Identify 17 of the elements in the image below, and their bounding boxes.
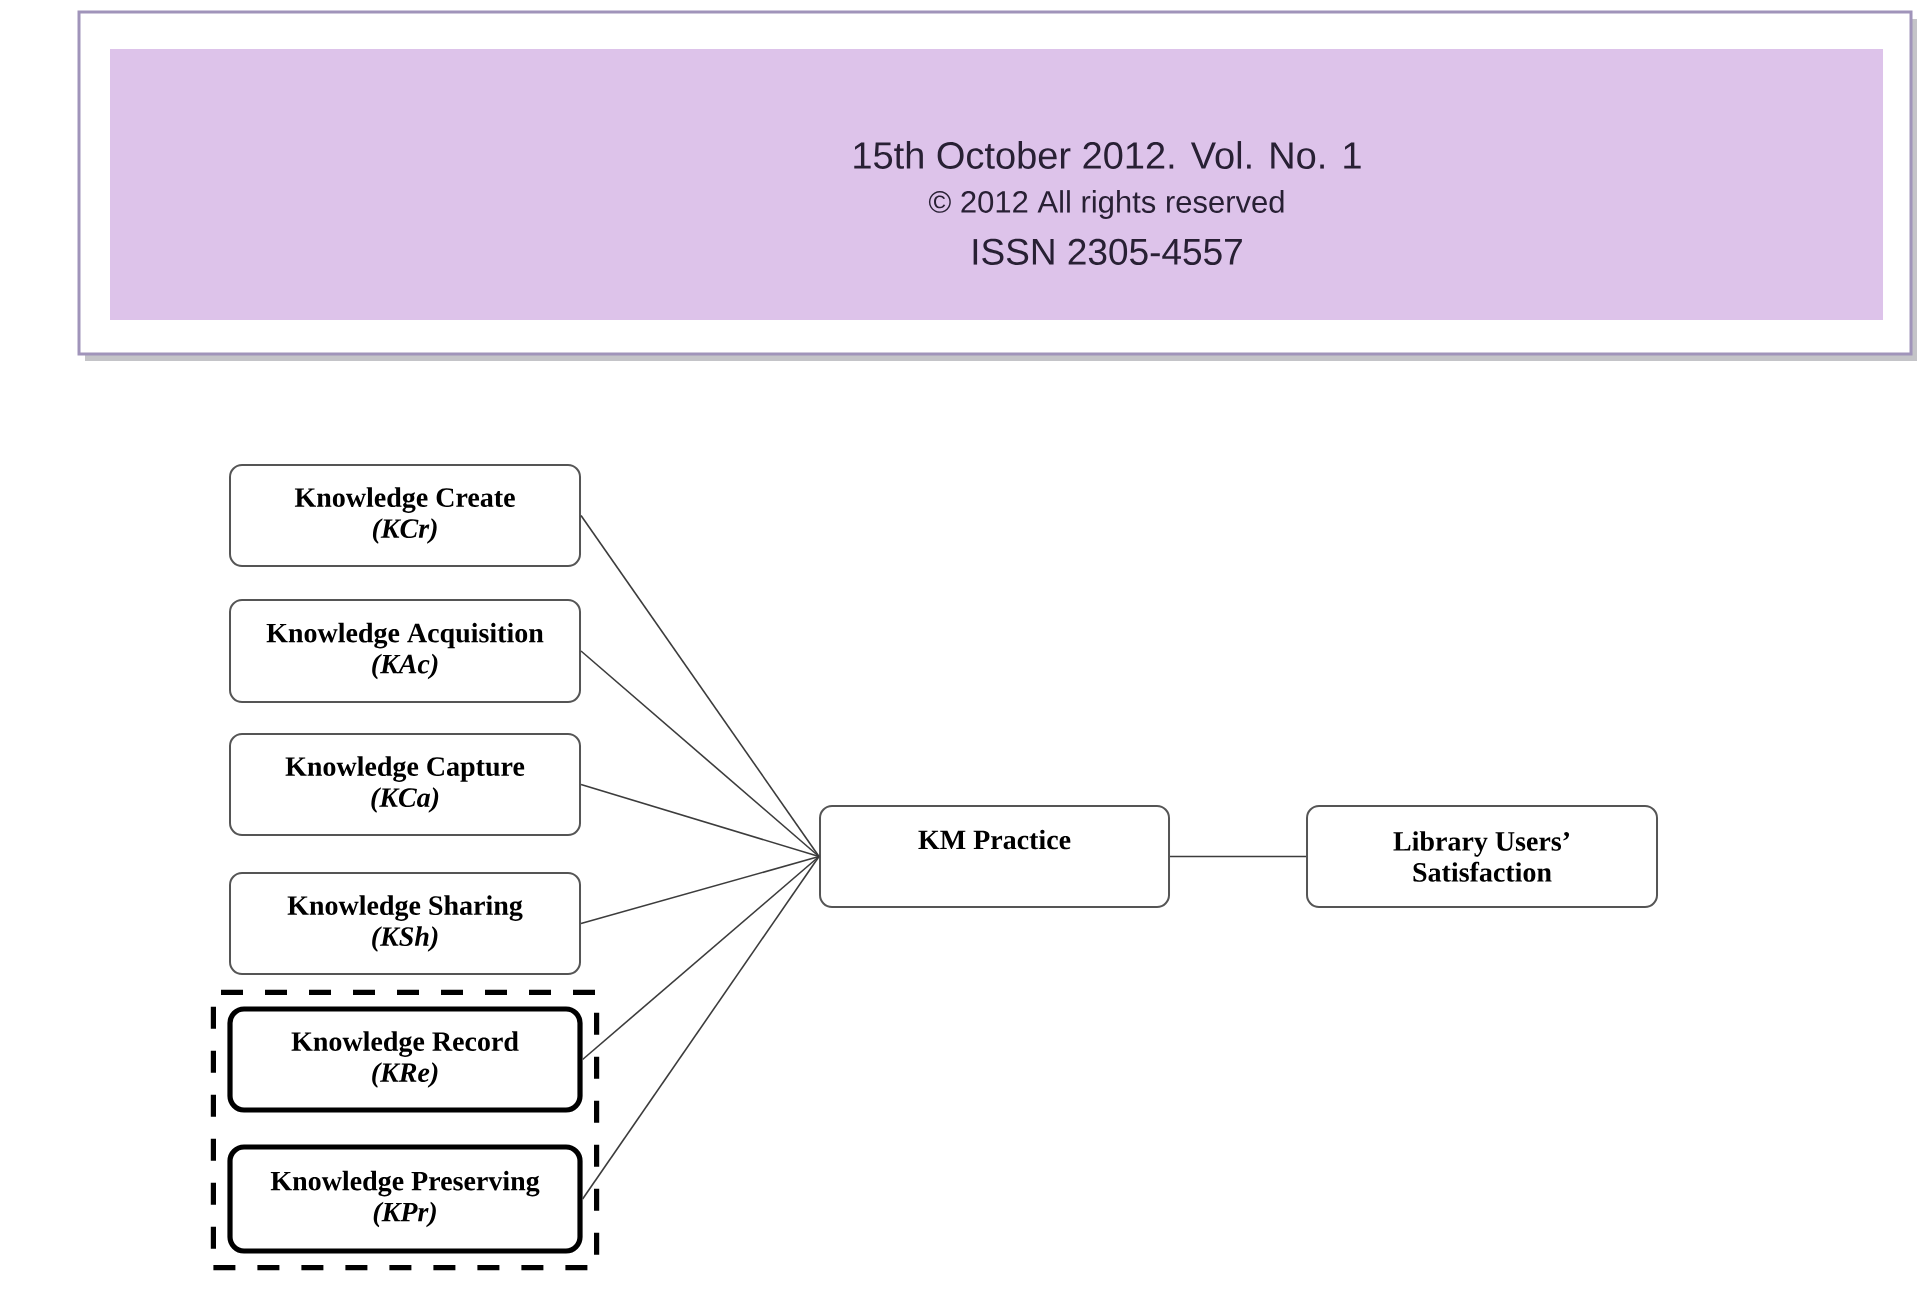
process-box: KM Practice [819, 805, 1170, 908]
connector-line [580, 514, 820, 858]
connector-line [1169, 855, 1307, 858]
process-box: Library Users’ Satisfaction [1306, 805, 1658, 908]
connector-line [581, 855, 820, 1200]
process-box: Knowledge Acquisition (KAc) [229, 599, 581, 703]
process-box: Knowledge Capture (KCa) [229, 733, 581, 836]
dashed-group-box [210, 989, 600, 1271]
connector-line [580, 783, 820, 858]
process-box: Knowledge Create (KCr) [229, 464, 581, 567]
connector-line [581, 855, 820, 1061]
process-box: Knowledge Preserving (KPr) [227, 1144, 583, 1254]
process-box: Knowledge Sharing (KSh) [229, 872, 581, 975]
banner: 15th October 2012. Vol. No. 1 © 2012 All rights reserved ISSN 2305-4557 [77, 10, 1917, 361]
connector-line [580, 855, 820, 925]
connector-line [580, 650, 820, 858]
process-box: Knowledge Record (KRe) [227, 1006, 583, 1113]
